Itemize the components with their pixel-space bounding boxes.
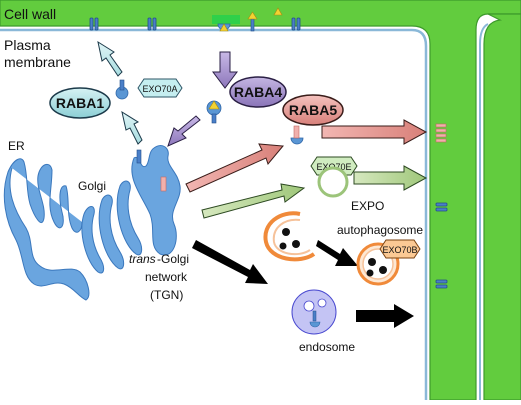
phagophore [263,211,316,262]
tgn-cargo [136,149,167,192]
arrow-golgi-to-raba5 [185,143,284,193]
arrow-membrane-to-raba4 [212,51,238,89]
plasma-membrane [0,23,489,400]
membrane-label: membrane [4,54,71,70]
arrow-phagophore-to-autophagosome [316,240,358,266]
arrow-raba1-to-membrane [97,40,123,77]
endosome [291,289,337,335]
raba1-badge: RABA1 [49,87,111,119]
golgi-stack [81,145,181,274]
raba5-badge: RABA5 [282,94,344,126]
raba5-vesicle [290,125,304,145]
exo70a-label: EXO70A [142,84,177,94]
trans-label: trans [129,252,156,266]
arrow-tgn-to-endosome [192,240,268,284]
membrane-delivery-site [212,7,283,32]
arrow-expo-to-membrane [353,165,428,191]
network-label: network [145,270,188,284]
cell-wall-label: Cell wall [4,6,56,22]
arrow-golgi-to-raba1 [121,110,143,145]
exo70a-tag: EXO70A [137,78,183,98]
exo70b-tag: EXO70B [379,239,421,259]
arrow-endosome-to-membrane [356,304,414,328]
plasma-label: Plasma [4,37,51,53]
raba4-label: RABA4 [234,84,282,100]
endosome-label: endosome [299,340,355,354]
arrow-raba4-to-golgi [167,115,201,147]
er-shape [3,158,90,301]
golgi-label: Golgi [78,179,106,193]
golgi-suffix-label: -Golgi [157,252,189,266]
er-label: ER [8,139,25,153]
raba5-label: RABA5 [289,102,337,118]
membrane-transporters-top [89,17,301,31]
raba4-vesicle [206,100,222,124]
arrow-raba5-to-membrane [321,119,428,145]
tgn-label: (TGN) [150,288,183,302]
expo-compartment [317,166,349,198]
expo-label: EXPO [351,199,384,213]
raba5-cargo-at-membrane [435,123,447,143]
arrow-golgi-to-expo [201,183,306,219]
raba4-badge: RABA4 [229,76,287,108]
raba1-vesicle [115,79,129,100]
autophagosome-label: autophagosome [337,223,423,237]
membrane-transporters-right [435,202,448,289]
exo70b-label: EXO70B [382,245,417,255]
raba1-label: RABA1 [56,95,104,111]
